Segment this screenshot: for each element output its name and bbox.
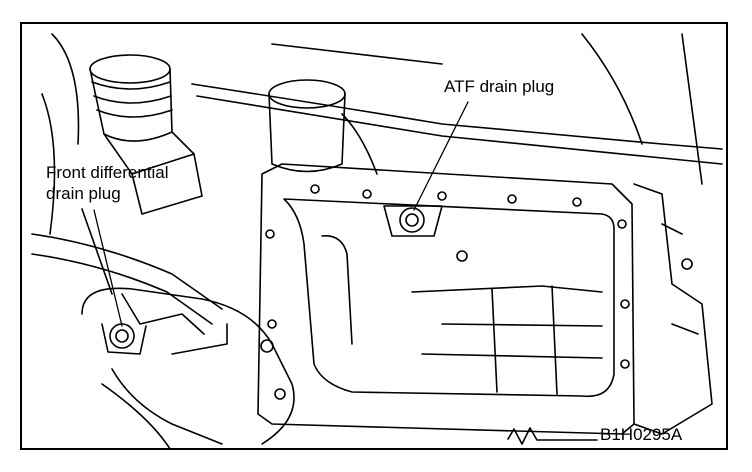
- chassis-lines: [191, 33, 723, 185]
- oil-filter: [268, 79, 378, 175]
- front-differential-drain-plug-label: Front differential drain plug: [46, 162, 169, 204]
- atf-drain-plug: [383, 205, 443, 237]
- leader-lines: [93, 101, 469, 327]
- atf-drain-plug-label: ATF drain plug: [444, 77, 555, 96]
- oil-pan: [257, 163, 635, 435]
- front-differential-housing: [81, 287, 295, 448]
- front-differential-label-line1: Front differential: [46, 163, 169, 182]
- strut-assembly: [41, 33, 203, 235]
- front-differential-label-line2: drain plug: [46, 184, 121, 203]
- figure-id: B1H0295A: [600, 425, 683, 444]
- transmission-case: [633, 183, 713, 435]
- break-mark: [507, 427, 598, 445]
- diagram-frame: ATF drain plug Front differential drain …: [20, 22, 728, 450]
- transmission-underside-drawing: [31, 33, 723, 448]
- drive-shaft: [31, 208, 223, 335]
